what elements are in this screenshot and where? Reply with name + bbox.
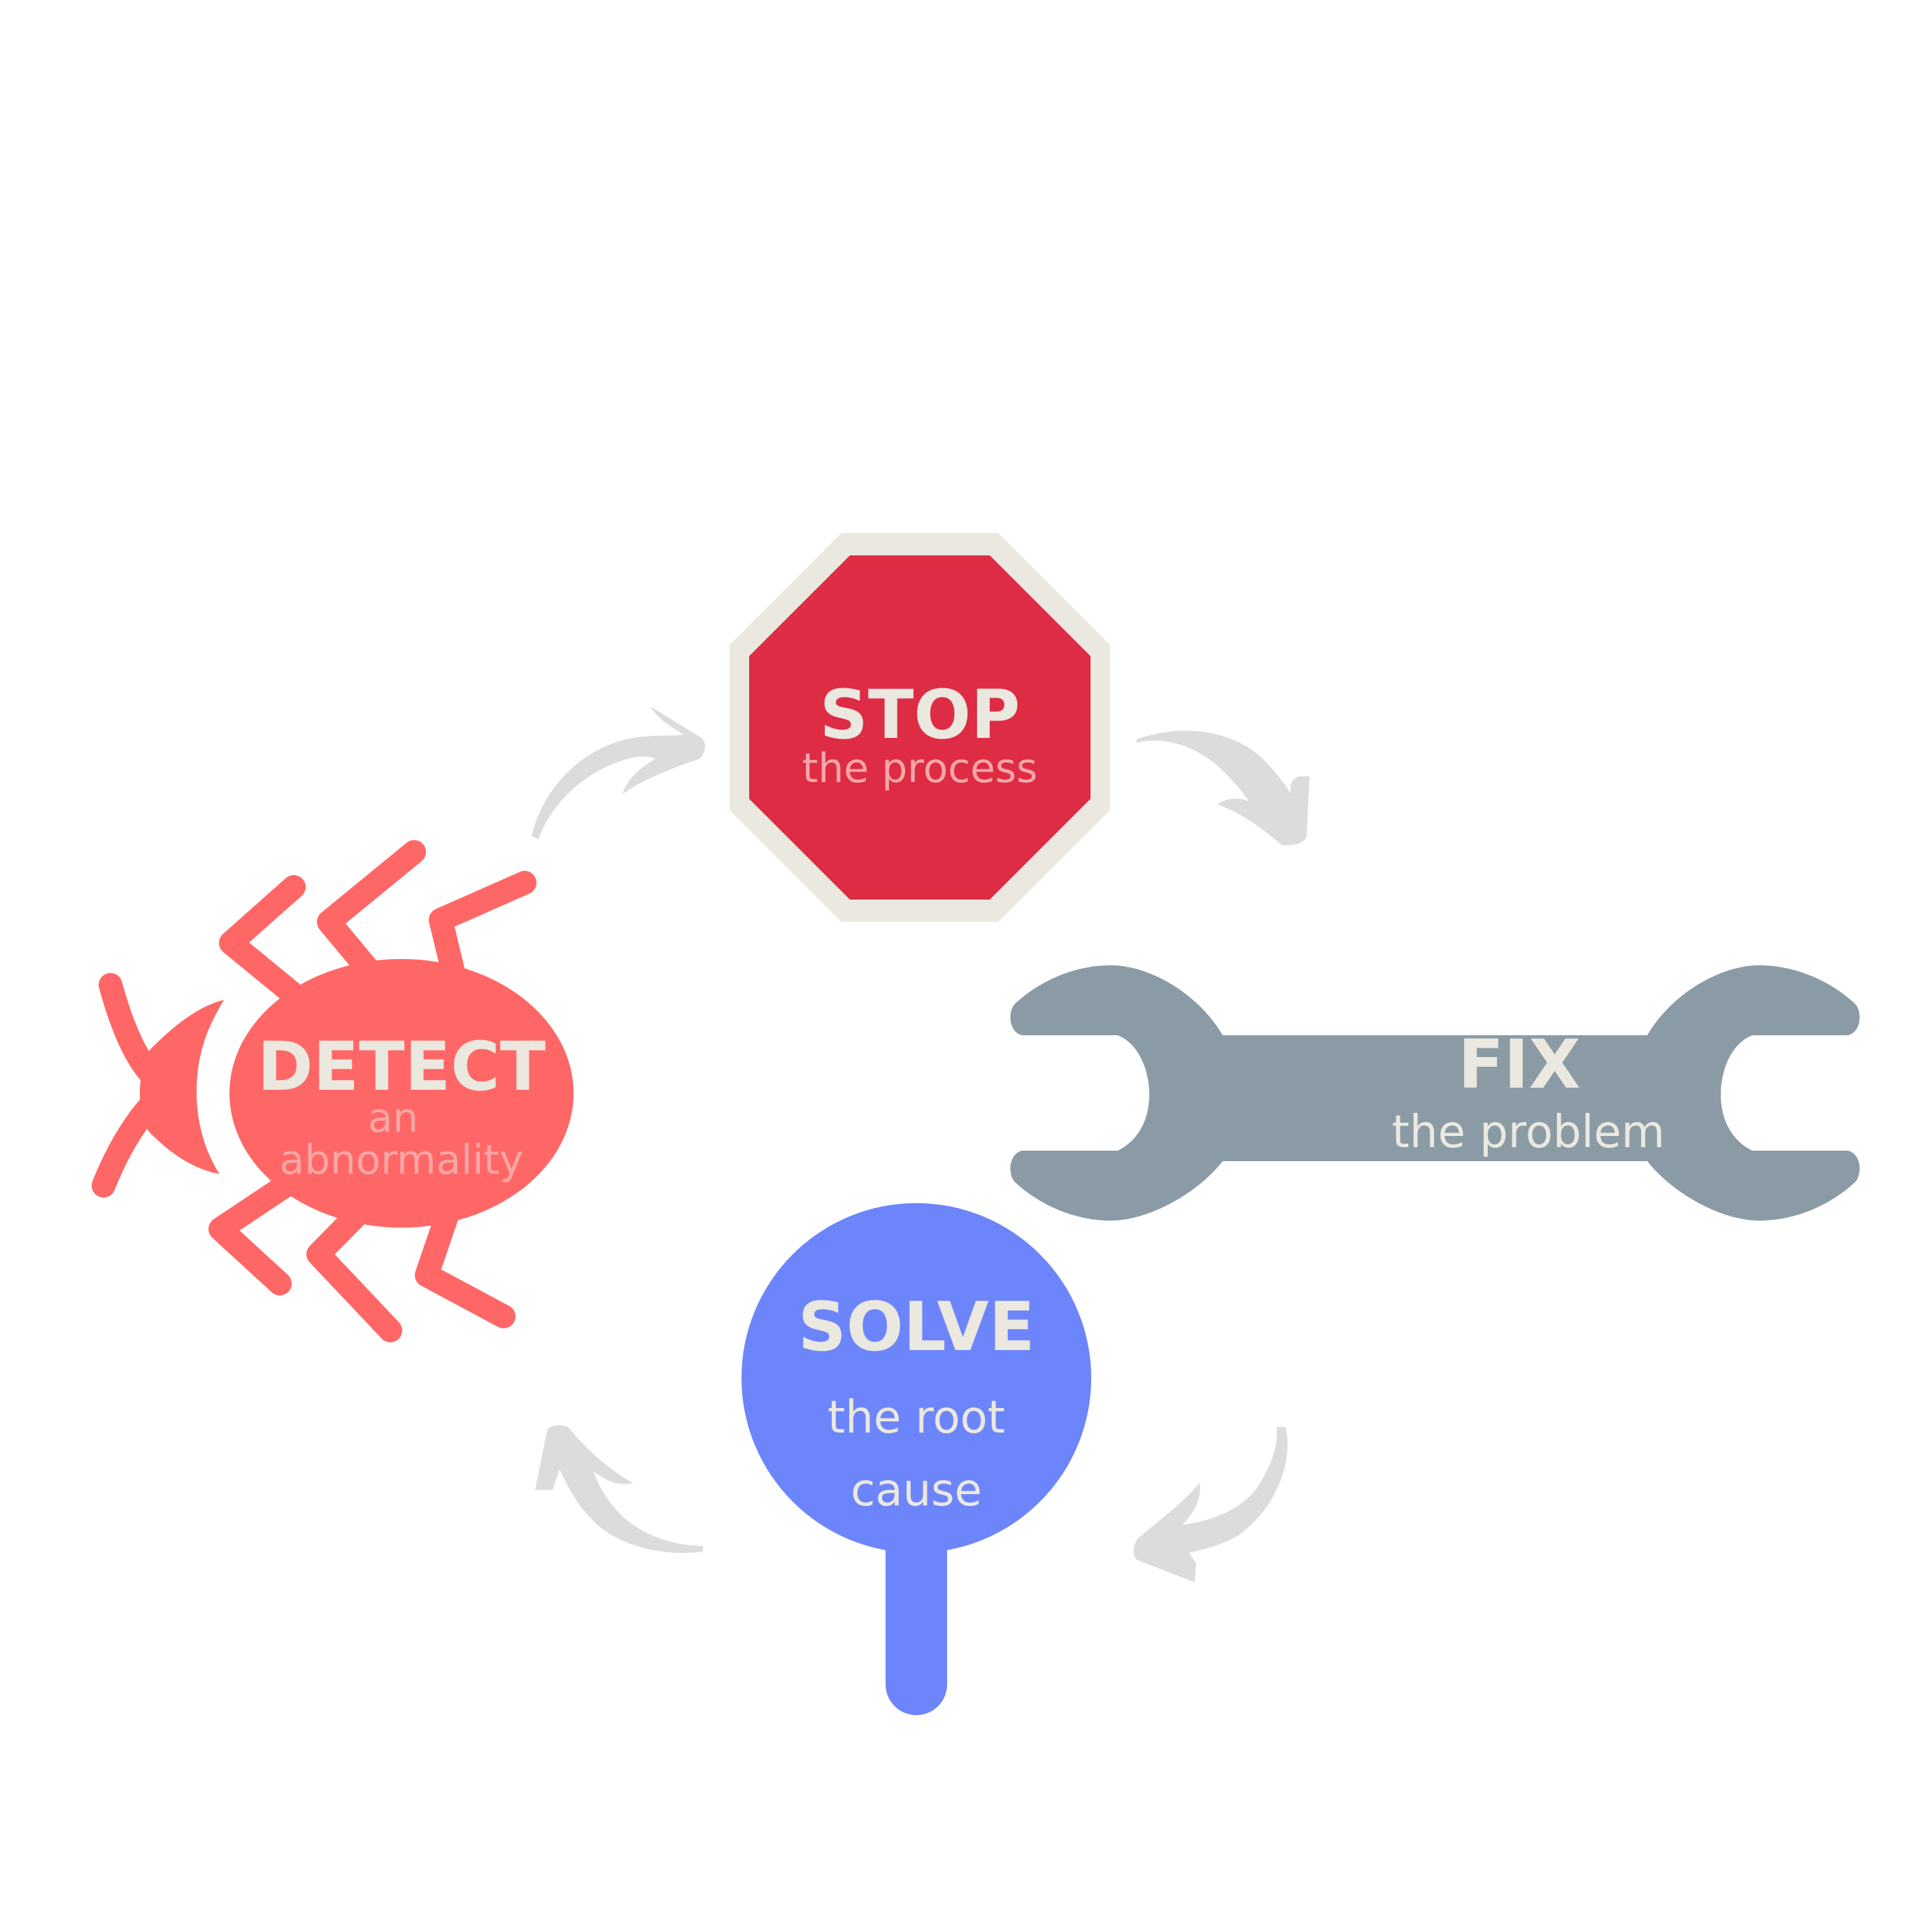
wrench-icon: [1010, 965, 1860, 1221]
detect-title: DETECT: [257, 1028, 546, 1106]
solve-subtitle-line1: the root: [828, 1392, 1005, 1444]
bug-icon: [92, 840, 574, 1342]
solve-title: SOLVE: [798, 1288, 1035, 1366]
stop-node: STOP the process: [730, 533, 1110, 922]
detect-subtitle-line1: an: [368, 1094, 418, 1142]
detect-subtitle-line2: abnormality: [280, 1136, 524, 1184]
arrow-stop-to-fix: [1137, 730, 1309, 846]
fix-subtitle: the problem: [1392, 1107, 1665, 1158]
fix-node: FIX the problem: [1010, 965, 1860, 1221]
solve-node: SOLVE the root cause: [741, 1203, 1091, 1715]
fix-title: FIX: [1458, 1025, 1580, 1104]
arrow-detect-to-stop: [532, 706, 705, 839]
stop-sign-icon: [749, 555, 1091, 900]
detect-node: DETECT an abnormality: [92, 840, 574, 1342]
stop-title: STOP: [820, 676, 1021, 754]
magnifier-icon: [741, 1203, 1091, 1715]
arrow-solve-to-detect: [535, 1425, 703, 1554]
arrow-fix-to-solve: [1133, 1427, 1288, 1582]
stop-subtitle: the process: [802, 744, 1038, 792]
solve-subtitle-line2: cause: [851, 1465, 982, 1517]
